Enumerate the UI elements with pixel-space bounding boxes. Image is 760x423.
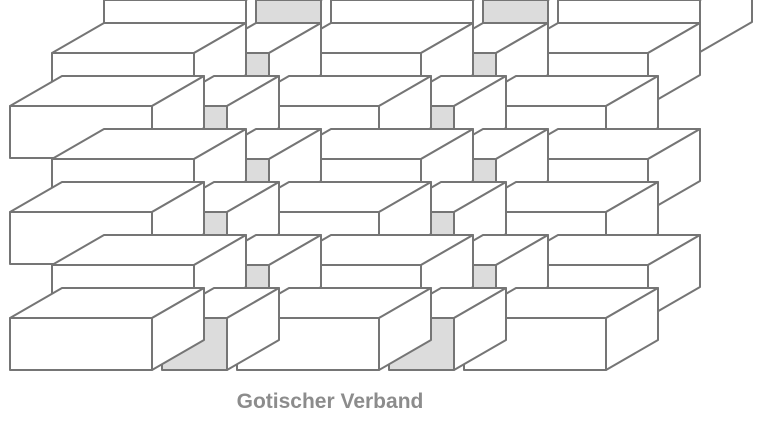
stretcher-brick-cback-b4-side bbox=[699, 0, 753, 53]
stretcher-brick-c5-b0-front bbox=[9, 317, 153, 371]
diagram-caption: Gotischer Verband bbox=[236, 390, 424, 413]
